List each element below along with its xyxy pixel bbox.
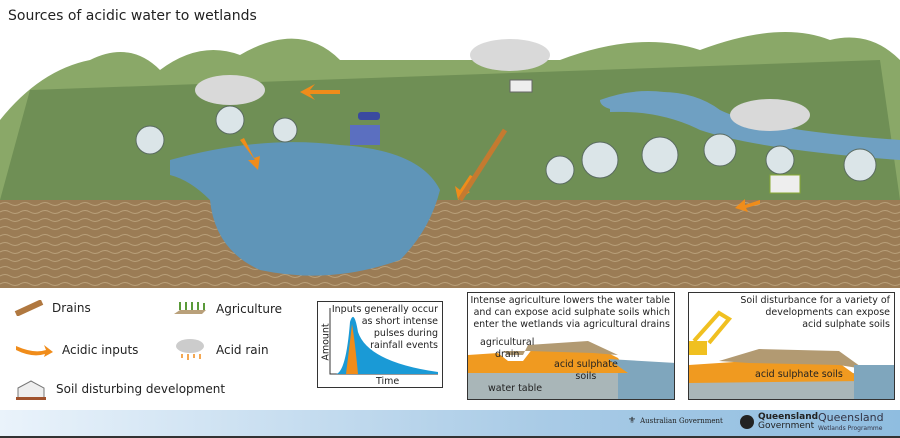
qld-emblem-icon [740, 415, 754, 429]
coat-of-arms-icon: ⚜ [628, 416, 637, 426]
building-icon [16, 380, 46, 400]
drain [457, 128, 508, 202]
soil-band [0, 200, 900, 288]
x-axis-label: Time [376, 376, 400, 387]
drain-icon [14, 300, 44, 316]
rain-clouds [195, 39, 810, 131]
rain-cloud-icon [176, 339, 204, 360]
crops-icon [174, 302, 206, 314]
legend-drains: Drains [14, 300, 91, 316]
factory [350, 125, 380, 145]
car [358, 112, 380, 120]
wetland-water [170, 142, 440, 276]
page-title: Sources of acidic water to wetlands [8, 8, 257, 24]
legend-acidic-inputs: Acidic inputs [14, 342, 138, 358]
house [509, 79, 533, 93]
agriculture-panel: Intense agriculture lowers the water tab… [467, 292, 675, 400]
australian-government-logo: ⚜Australian Government [628, 416, 723, 426]
legend-soil-development: Soil disturbing development [14, 378, 225, 400]
trees [135, 105, 877, 185]
pulse-graph [329, 308, 438, 375]
development-cross-section [689, 310, 894, 399]
orange-arrow-icon [16, 345, 53, 357]
pond [600, 91, 682, 112]
legend-agriculture: Agriculture [172, 300, 282, 318]
y-axis-label: Amount [320, 323, 332, 361]
greenhouse [769, 174, 801, 194]
wetland-scene-illustration [0, 32, 900, 288]
agriculture-cross-section [468, 341, 674, 399]
legend-acid-rain: Acid rain [172, 338, 269, 362]
